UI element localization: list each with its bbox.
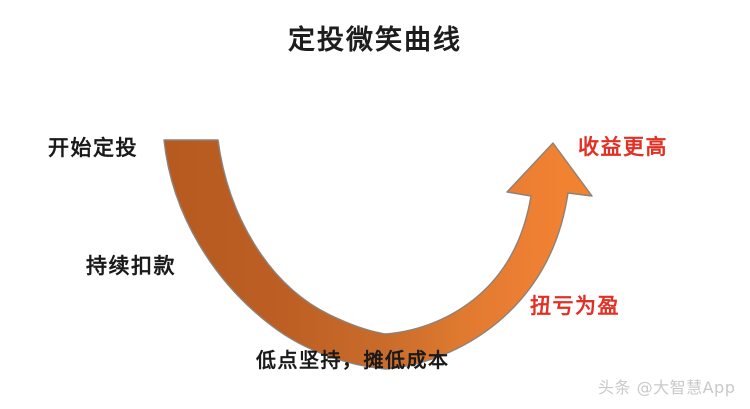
annotation-higher-returns: 收益更高 (578, 135, 668, 159)
annotation-start-investing: 开始定投 (48, 136, 138, 160)
annotation-ongoing-deduction: 持续扣款 (86, 254, 176, 278)
page-title: 定投微笑曲线 (288, 25, 462, 56)
watermark: 头条 @大智慧App (598, 378, 736, 397)
annotation-low-point-persist: 低点坚持，摊低成本 (256, 348, 450, 372)
annotation-turn-loss-to-profit: 扭亏为盈 (530, 294, 620, 318)
arrow-body-path (163, 139, 593, 370)
